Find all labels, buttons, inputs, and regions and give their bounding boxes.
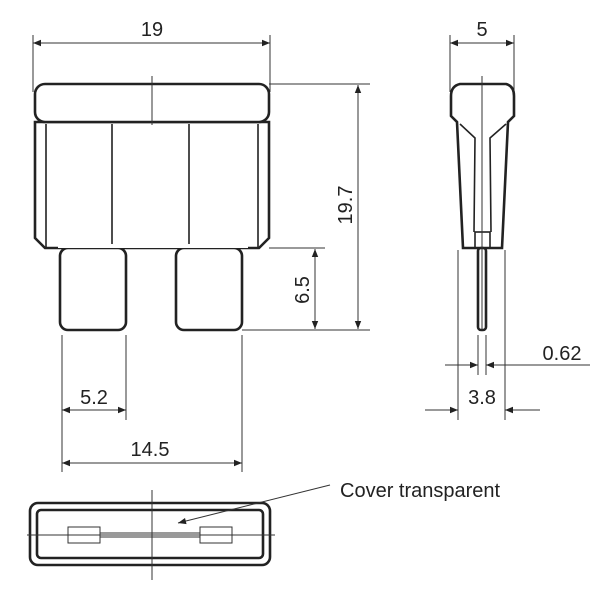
width-label: 19 — [141, 19, 163, 41]
annotation-arrow — [177, 484, 331, 525]
pin-thickness-label: 0.62 — [543, 343, 582, 365]
cover-transparent-label: Cover transparent — [340, 480, 501, 502]
side-view: 5 0.62 3.8 — [425, 19, 590, 420]
fuse-body — [33, 76, 271, 332]
thickness-label: 5 — [476, 19, 487, 41]
top-view: Cover transparent — [27, 480, 501, 580]
height-label: 19.7 — [335, 186, 357, 225]
body-thickness-label: 3.8 — [468, 387, 496, 409]
front-view: 19 19.7 6.5 5.2 14.5 — [32, 19, 370, 472]
right-leg — [174, 246, 244, 332]
leg-length-label: 6.5 — [292, 276, 314, 304]
leg-width-label: 5.2 — [80, 387, 108, 409]
leg-span-label: 14.5 — [131, 439, 170, 461]
left-leg — [58, 246, 128, 332]
